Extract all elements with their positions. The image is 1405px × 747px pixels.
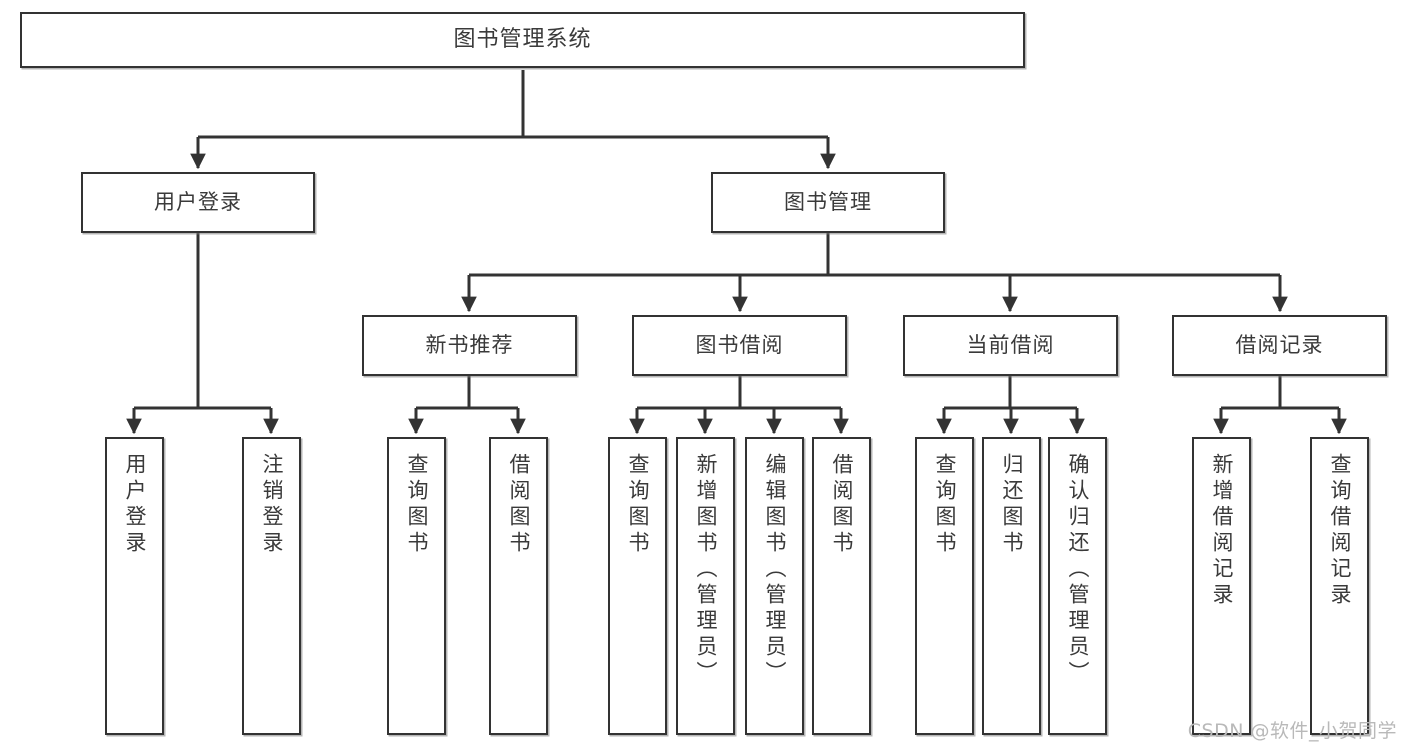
node-leaf-add-record-label: 新增借阅记录	[1210, 453, 1234, 609]
node-user-login-label: 用户登录	[154, 189, 242, 214]
node-leaf-add-record[interactable]: 新增借阅记录	[1192, 437, 1251, 735]
node-leaf-logout-login[interactable]: 注销登录	[242, 437, 301, 735]
node-leaf-user-login[interactable]: 用户登录	[105, 437, 164, 735]
node-leaf-query-book-1[interactable]: 查询图书	[387, 437, 446, 735]
node-leaf-borrow-book-2[interactable]: 借阅图书	[812, 437, 871, 735]
node-current-borrow[interactable]: 当前借阅	[903, 315, 1118, 376]
node-leaf-edit-book-label: 编辑图书（管理员）	[763, 453, 787, 687]
node-leaf-confirm-return[interactable]: 确认归还（管理员）	[1048, 437, 1107, 735]
node-current-borrow-label: 当前借阅	[966, 332, 1055, 357]
node-book-borrow-label: 图书借阅	[695, 332, 784, 357]
node-new-book-recommend-label: 新书推荐	[425, 332, 514, 357]
node-leaf-return-book-label: 归还图书	[1000, 453, 1024, 557]
node-leaf-query-book-2[interactable]: 查询图书	[608, 437, 667, 735]
node-leaf-confirm-return-label: 确认归还（管理员）	[1066, 453, 1090, 687]
node-leaf-borrow-book-1[interactable]: 借阅图书	[489, 437, 548, 735]
node-leaf-borrow-book-1-label: 借阅图书	[507, 453, 531, 557]
node-leaf-query-record-label: 查询借阅记录	[1328, 453, 1352, 609]
node-leaf-query-book-1-label: 查询图书	[405, 453, 429, 557]
node-leaf-add-book[interactable]: 新增图书（管理员）	[676, 437, 735, 735]
node-book-manage-label: 图书管理	[784, 189, 872, 214]
node-leaf-return-book[interactable]: 归还图书	[982, 437, 1041, 735]
node-leaf-user-login-label: 用户登录	[123, 453, 147, 557]
node-new-book-recommend[interactable]: 新书推荐	[362, 315, 577, 376]
node-leaf-query-book-3[interactable]: 查询图书	[915, 437, 974, 735]
node-leaf-edit-book[interactable]: 编辑图书（管理员）	[745, 437, 804, 735]
node-leaf-borrow-book-2-label: 借阅图书	[830, 453, 854, 557]
node-book-borrow[interactable]: 图书借阅	[632, 315, 847, 376]
node-book-manage[interactable]: 图书管理	[711, 172, 945, 233]
node-root-label: 图书管理系统	[453, 26, 592, 52]
node-borrow-record-label: 借阅记录	[1235, 332, 1324, 357]
node-leaf-query-book-2-label: 查询图书	[626, 453, 650, 557]
node-user-login[interactable]: 用户登录	[81, 172, 315, 233]
node-leaf-logout-login-label: 注销登录	[260, 453, 284, 557]
node-leaf-add-book-label: 新增图书（管理员）	[694, 453, 718, 687]
node-root-system[interactable]: 图书管理系统	[20, 12, 1025, 68]
node-borrow-record[interactable]: 借阅记录	[1172, 315, 1387, 376]
node-leaf-query-book-3-label: 查询图书	[933, 453, 957, 557]
node-leaf-query-record[interactable]: 查询借阅记录	[1310, 437, 1369, 735]
